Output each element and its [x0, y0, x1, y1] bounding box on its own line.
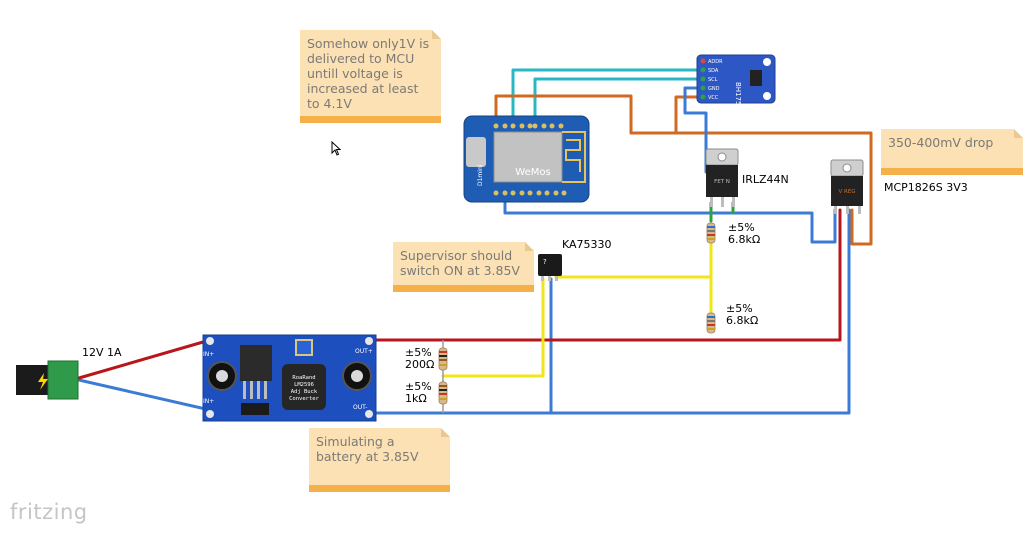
bh1750-chip [750, 70, 762, 86]
buck-pin-label: OUT+ [355, 348, 373, 355]
potentiometer[interactable] [295, 339, 313, 356]
lightning-icon [38, 373, 48, 390]
wire-scl[interactable] [533, 77, 701, 127]
buck-pin-label: IN+ [203, 351, 214, 358]
note-drop[interactable]: 350-400mV drop [881, 129, 1023, 175]
note-text: 350-400mV drop [888, 135, 994, 150]
wire-sup-in[interactable] [441, 277, 545, 378]
wemos-brand: WeMos [515, 167, 550, 178]
label-r-200-tol: ±5% [405, 346, 432, 359]
bh1750-name: BH1750 [734, 82, 742, 110]
label-r-1k-tol: ±5% [405, 380, 432, 393]
mosfet-body [706, 165, 738, 197]
label-supervisor-ic: KA75330 [562, 238, 612, 251]
buck-pin-label: IN+ [203, 398, 214, 405]
label-r-200-val: 200Ω [405, 358, 435, 371]
wire-3v3-vcc[interactable] [674, 95, 701, 135]
capacitor-in-top [216, 370, 228, 382]
capacitor-out-top [351, 370, 363, 382]
note-mcu-voltage[interactable]: Somehow only1V is delivered to MCU until… [300, 30, 441, 123]
wemos-model: D1mini [477, 164, 484, 186]
buck-pin-label: OUT- [353, 404, 367, 411]
buck-text: Converter [289, 396, 319, 402]
mosfet-mark: FET N [714, 179, 730, 185]
label-regulator: MCP1826S 3V3 [884, 181, 968, 194]
bh1750-board [696, 54, 776, 104]
bh1750-pin-label: VCC [708, 95, 719, 101]
bh1750-pin-label: SDA [708, 68, 719, 74]
buck-text: Adj Buck [291, 389, 318, 395]
note-text: Simulating a battery at 3.85V [316, 434, 419, 464]
note-battery[interactable]: Simulating a battery at 3.85V [309, 428, 450, 492]
resistor-1k[interactable] [438, 380, 448, 413]
wire-gnd-mcu[interactable] [503, 194, 837, 244]
wire-sda[interactable] [511, 68, 701, 127]
note-text: Supervisor should switch ON at 3.85V [400, 248, 520, 278]
resistor-divider[interactable] [706, 312, 716, 334]
note-text: Somehow only1V is delivered to MCU until… [307, 36, 430, 111]
label-r-div-val: 6.8kΩ [726, 314, 759, 327]
antenna [562, 131, 586, 183]
header-top [493, 123, 564, 129]
bh1750-pin-label: ADDR [708, 59, 723, 65]
pad-in-minus [206, 410, 214, 418]
resistor-gate[interactable] [706, 222, 716, 244]
pad-out-minus [365, 410, 373, 418]
mosfet-irlz44n[interactable]: FET N [705, 148, 739, 207]
regulator-mcp1826s[interactable]: V REG [830, 159, 864, 214]
wire-vout[interactable] [369, 208, 842, 342]
wire-3v3-bh1750[interactable] [494, 94, 873, 246]
buck-text: LM2596 [294, 382, 314, 388]
esp-shield [493, 131, 563, 183]
label-r-gate-val: 6.8kΩ [728, 233, 761, 246]
bh1750-sensor[interactable]: ADDR SDA SCL GND VCC BH1750 [696, 54, 776, 110]
wire-gnd-jack[interactable] [77, 378, 212, 412]
wire-12v-jack[interactable] [77, 338, 212, 380]
inductor [282, 364, 326, 410]
wire-layer [77, 68, 873, 415]
label-r-1k-val: 1kΩ [405, 392, 427, 405]
label-power-supply: 12V 1A [82, 346, 122, 359]
header-bottom [493, 190, 567, 196]
pad-out-plus [365, 337, 373, 345]
bh1750-pin-label: SCL [708, 77, 718, 83]
wire-gnd-bh1750[interactable] [683, 86, 708, 174]
regulator-mark: V REG [838, 189, 855, 195]
dc-jack-board [47, 360, 79, 400]
usb-connector [466, 137, 486, 167]
mouse-cursor-icon [331, 141, 341, 156]
label-r-gate-tol: ±5% [728, 221, 755, 234]
fritzing-logo: fritzing [10, 500, 88, 524]
wemos-d1-mini[interactable]: WeMos D1mini [463, 115, 590, 203]
diode [241, 403, 269, 415]
note-supervisor[interactable]: Supervisor should switch ON at 3.85V [393, 242, 534, 292]
regulator-body [831, 176, 863, 206]
label-r-div-tol: ±5% [726, 302, 753, 315]
pad-in-plus [206, 337, 214, 345]
wire-gnd-main[interactable] [369, 208, 851, 415]
buck-text: RoaRand [292, 375, 315, 381]
supervisor-ka75330[interactable]: ? [538, 254, 562, 281]
label-mosfet: IRLZ44N [742, 173, 789, 186]
supervisor-mark: ? [543, 258, 547, 266]
supervisor-body [538, 254, 562, 276]
regulator-ic [240, 345, 272, 381]
buck-converter[interactable]: IN+ IN+ OUT+ OUT- RoaRand LM2596 Adj Buc… [202, 334, 377, 422]
dc-jack[interactable] [16, 360, 79, 400]
bh1750-pin-label: GND [708, 86, 720, 92]
